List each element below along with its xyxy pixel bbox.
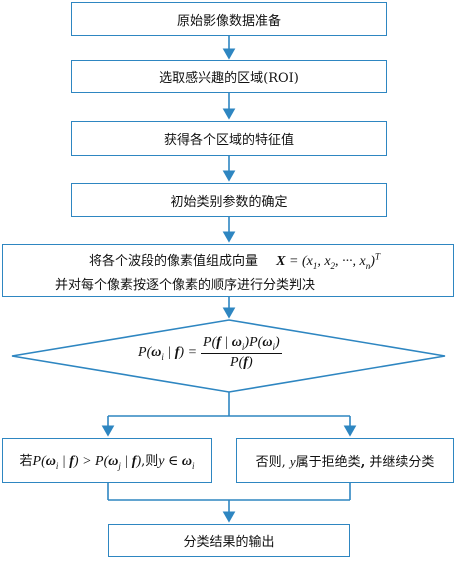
branch-accept: 若P(ωi | f) > P(ωj | f),则y ∈ ωi (2, 438, 212, 483)
step-feature-values: 获得各个区域的特征值 (71, 121, 387, 156)
step-initial-params: 初始类别参数的确定 (71, 183, 387, 217)
branch-reject-text: 否则, y属于拒绝类, 并继续分类 (255, 454, 435, 470)
step-classify: 将各个波段的像素值组成向量 X = (x1, x2, ···, xn)T 并对每… (2, 244, 454, 297)
step-select-roi: 选取感兴趣的区域(ROI) (71, 60, 387, 93)
step-output-label: 分类结果的输出 (183, 535, 275, 550)
step-classify-line1-text: 将各个波段的像素值组成向量 (89, 254, 259, 269)
step-select-roi-label: 选取感兴趣的区域(ROI) (159, 71, 299, 86)
vector-formula: X = (x1, x2, ···, xn)T (276, 251, 380, 271)
step-prepare-data: 原始影像数据准备 (71, 2, 387, 36)
decision-formula: P(ωi | f) = P(f | ωi)P(ωi) P(f) (138, 335, 282, 370)
step-prepare-data-label: 原始影像数据准备 (176, 13, 281, 29)
branch-accept-text: 若P(ωi | f) > P(ωj | f),则y ∈ ωi (19, 454, 195, 471)
step-classify-line1: 将各个波段的像素值组成向量 X = (x1, x2, ···, xn)T (89, 250, 380, 271)
step-output: 分类结果的输出 (108, 524, 350, 557)
step-initial-params-label: 初始类别参数的确定 (170, 194, 288, 210)
branch-reject: 否则, y属于拒绝类, 并继续分类 (236, 438, 454, 483)
step-feature-values-label: 获得各个区域的特征值 (163, 133, 294, 148)
step-classify-line2: 并对每个像素按逐个像素的顺序进行分类判决 (55, 278, 316, 293)
